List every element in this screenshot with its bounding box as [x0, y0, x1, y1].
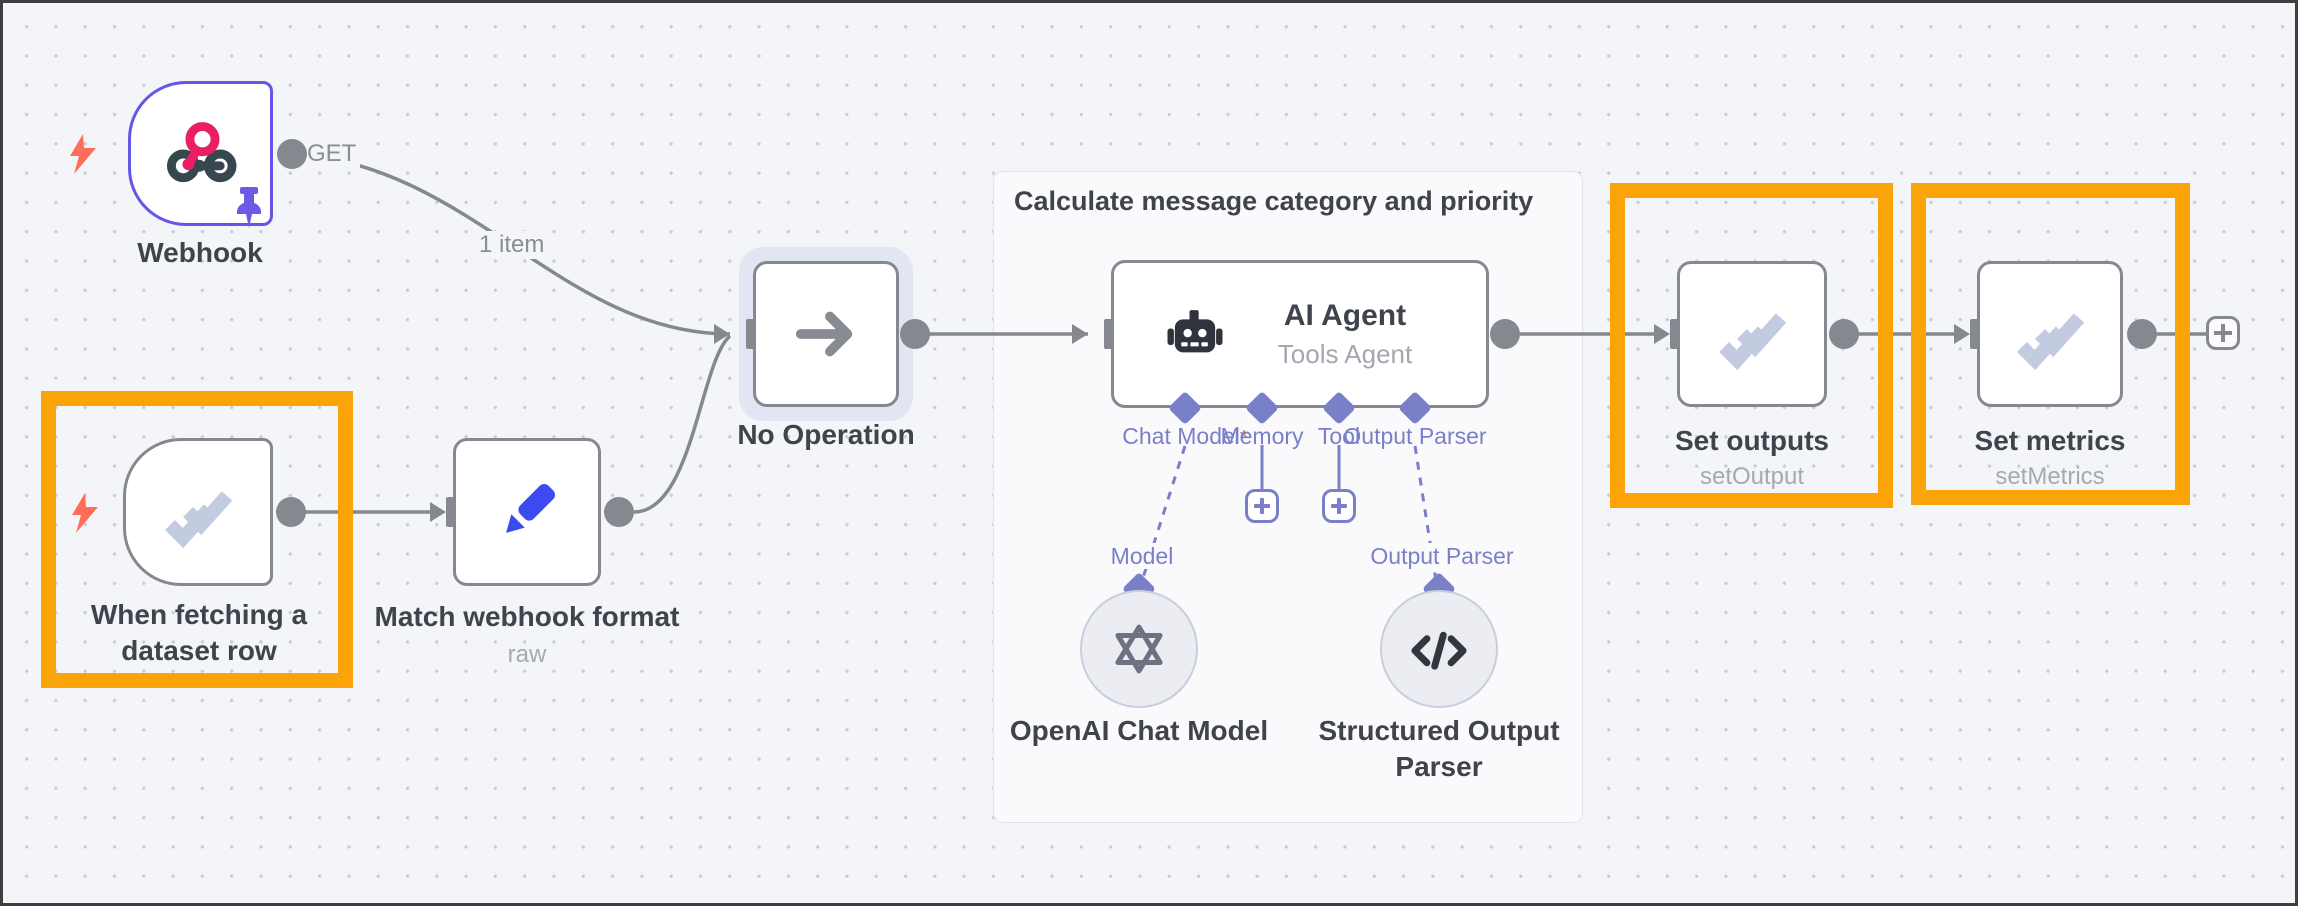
noop-output-port[interactable] [900, 319, 930, 349]
node-subtitle-ai-agent: Tools Agent [1277, 338, 1413, 369]
node-structured-output-parser[interactable] [1380, 590, 1498, 708]
node-subtitle-set-metrics: setMetrics [1995, 463, 2105, 490]
port-label-tool: Tool [1317, 423, 1361, 449]
node-label-set-outputs: Set outputs [1675, 425, 1829, 456]
node-label-openai: OpenAI Chat Model [1009, 715, 1269, 746]
node-label-webhook: Webhook [137, 237, 263, 268]
node-label-noop: No Operation [737, 419, 915, 450]
node-set-metrics[interactable] [1977, 261, 2123, 407]
node-label-ai-agent: AI Agent [1283, 298, 1407, 332]
port-label-output-parser-sub: Output Parser [1349, 543, 1535, 569]
port-label-chat-model: Chat Model* [1122, 423, 1248, 449]
node-label-when-fetching: When fetching a dataset row [90, 599, 308, 666]
node-when-fetching-dataset-row[interactable] [123, 438, 273, 586]
pin-icon [237, 187, 261, 228]
setmetrics-output-port[interactable] [2127, 319, 2157, 349]
when-fetching-output-port[interactable] [276, 497, 306, 527]
node-openai-chat-model[interactable] [1080, 590, 1198, 708]
double-check-icon [165, 491, 233, 549]
trigger-lightning-icon [72, 493, 98, 533]
port-label-model: Model [1079, 543, 1205, 569]
webhook-method-label: GET [303, 140, 361, 168]
add-memory-button[interactable] [1245, 489, 1279, 523]
node-ai-agent[interactable]: AI Agent Tools Agent [1111, 260, 1489, 408]
node-subtitle-match: raw [507, 641, 547, 668]
double-check-icon [2017, 313, 2085, 371]
node-set-outputs[interactable] [1677, 261, 1827, 407]
match-input-arrow[interactable] [430, 502, 446, 522]
port-label-output-parser: Output Parser [1343, 423, 1487, 449]
connection-match-to-noop[interactable] [633, 334, 732, 514]
double-check-icon [1719, 313, 1787, 371]
node-match-webhook-format[interactable] [453, 438, 601, 586]
setoutputs-output-port[interactable] [1829, 319, 1859, 349]
noop-input-arrow[interactable] [714, 324, 730, 344]
setmetrics-input-arrow[interactable] [1954, 324, 1970, 344]
node-label-parser: Structured Output Parser [1318, 715, 1560, 782]
openai-icon [1115, 624, 1163, 674]
port-label-memory: Memory [1220, 423, 1304, 449]
webhook-icon [166, 121, 237, 182]
node-label-match: Match webhook format [374, 601, 680, 632]
trigger-lightning-icon [70, 134, 96, 174]
connection-items-label: 1 item [475, 231, 549, 259]
aiagent-input-arrow[interactable] [1072, 324, 1088, 344]
add-node-button[interactable] [2206, 316, 2240, 350]
aiagent-output-port[interactable] [1490, 319, 1520, 349]
node-subtitle-set-outputs: setOutput [1699, 463, 1805, 490]
node-label-set-metrics: Set metrics [1974, 425, 2126, 456]
pencil-icon [506, 484, 555, 533]
node-webhook[interactable] [128, 81, 273, 228]
setoutputs-input-arrow[interactable] [1654, 324, 1670, 344]
robot-icon [1167, 310, 1223, 353]
webhook-output-port[interactable] [277, 139, 307, 169]
node-no-operation[interactable] [753, 261, 899, 407]
add-tool-button[interactable] [1322, 489, 1356, 523]
code-icon [1411, 631, 1467, 670]
arrow-right-icon [795, 311, 853, 357]
highlight-box-set-metrics [1911, 183, 2190, 505]
highlight-box-set-outputs [1610, 183, 1893, 508]
group-title: Calculate message category and priority [1014, 186, 1534, 216]
match-output-port[interactable] [604, 497, 634, 527]
highlight-box-when-fetching [41, 391, 353, 688]
